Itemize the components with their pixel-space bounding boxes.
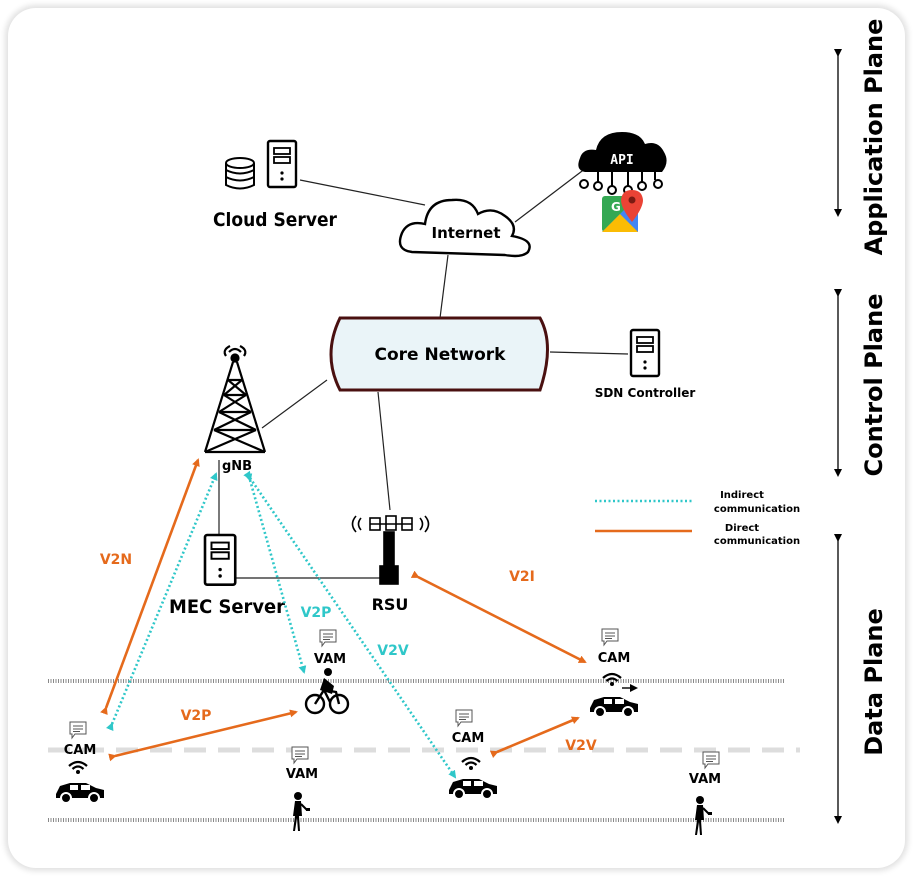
v2p-direct-label: V2P [181, 708, 212, 724]
internet-cloud-icon [398, 198, 531, 258]
database-icon [225, 157, 255, 190]
api-cloud-icon: API [578, 132, 667, 195]
pedestrian-icon [292, 791, 311, 832]
cam-label-mid: CAM [452, 731, 485, 746]
pedestrian-icon [694, 795, 713, 836]
car-icon [589, 696, 639, 718]
mec-server-label: MEC Server [169, 596, 286, 618]
road [48, 679, 800, 822]
internet-label: Internet [431, 224, 500, 242]
cloud-server-icon [266, 139, 298, 189]
v2i-label: V2I [509, 569, 535, 585]
wifi-icon [460, 756, 482, 772]
vam-message-icon [702, 751, 720, 769]
vam-label-ped1: VAM [286, 767, 318, 782]
v2v-indirect-label: V2V [377, 643, 409, 659]
gnb-label: gNB [222, 459, 252, 474]
core-network-box [329, 316, 549, 392]
v2v-direct-label: V2V [565, 738, 597, 754]
maps-icon: G [602, 190, 643, 232]
legend-direct-line1: Direct [725, 523, 759, 534]
sdn-controller-icon [629, 328, 661, 378]
car-icon [448, 778, 498, 800]
rsu-label: RSU [372, 595, 409, 614]
v2n-label: V2N [100, 552, 132, 568]
control-plane-label: Control Plane [860, 294, 888, 477]
wifi-icon [67, 760, 89, 776]
api-label: API [610, 153, 633, 168]
mec-server-icon [203, 533, 237, 586]
vam-message-icon [291, 746, 309, 764]
svg-text:G: G [611, 200, 621, 214]
gnb-tower-icon [203, 345, 267, 454]
vam-message-icon [319, 629, 337, 647]
indirect-links [106, 470, 457, 779]
cam-label-right: CAM [598, 651, 631, 666]
cyclist-icon [304, 668, 350, 715]
application-plane-label: Application Plane [860, 19, 888, 256]
core-network-label: Core Network [375, 345, 507, 365]
cam-message-icon [601, 628, 619, 646]
rsu-icon [351, 515, 430, 585]
v2p-indirect-label: V2P [301, 605, 332, 621]
vam-label-bike: VAM [314, 652, 346, 667]
cloud-server-label: Cloud Server [213, 209, 338, 231]
vam-label-ped2: VAM [689, 772, 721, 787]
cam-message-icon [69, 721, 87, 739]
cam-label-left: CAM [64, 743, 97, 758]
legend [595, 499, 692, 533]
cam-message-icon [455, 709, 473, 727]
car-icon [55, 782, 105, 804]
legend-indirect-line1: Indirect [720, 490, 764, 501]
legend-direct-line2: communication [714, 536, 800, 547]
sdn-controller-label: SDN Controller [595, 386, 696, 400]
data-plane-label: Data Plane [860, 608, 888, 756]
legend-indirect-line2: communication [714, 504, 800, 515]
